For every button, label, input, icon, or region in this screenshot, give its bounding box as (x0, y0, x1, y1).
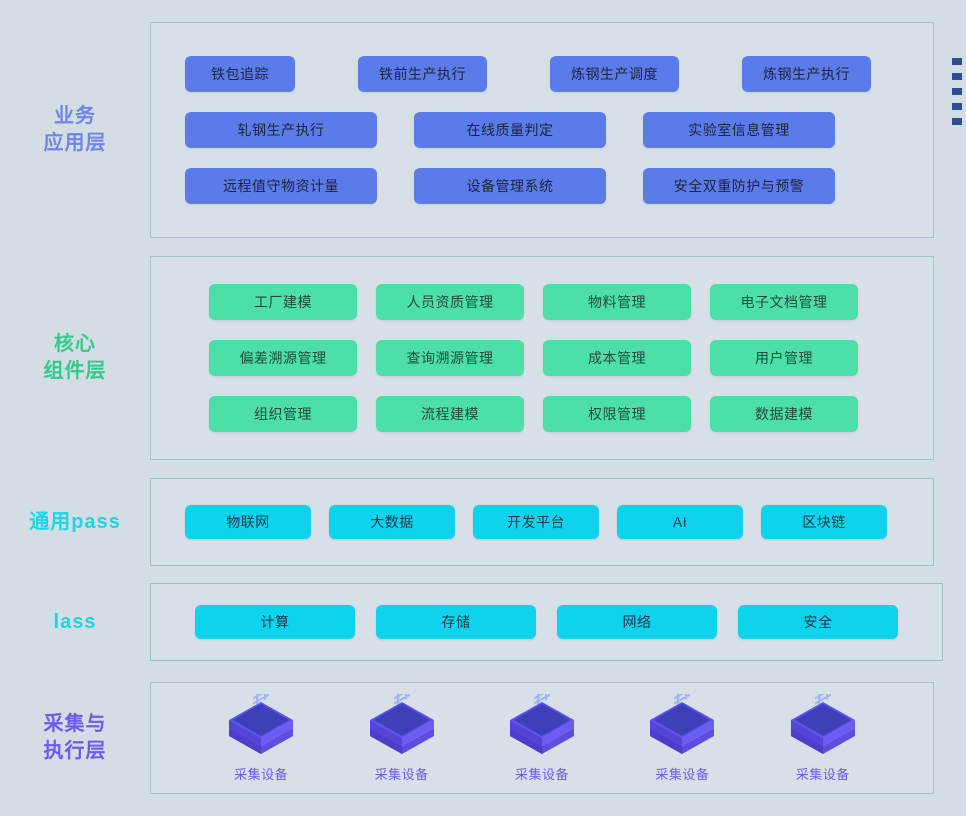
pill-shuju-jianmo[interactable]: 数据建模 (710, 396, 858, 432)
device-label: 采集设备 (234, 766, 289, 782)
layer-label-line2: 组件层 (43, 360, 107, 382)
layer-label-line1: 业务 (54, 105, 96, 127)
layer-label-line1: 核心 (54, 333, 96, 355)
pill-ai[interactable]: AI (617, 505, 743, 539)
pill-anquan-shuangzhong-fanghu-yujing[interactable]: 安全双重防护与预警 (643, 168, 835, 204)
pill-wulianwang[interactable]: 物联网 (185, 505, 311, 539)
edge-marker (952, 103, 962, 110)
pill-liucheng-jianmo[interactable]: 流程建模 (376, 396, 524, 432)
row-core-3: 组织管理 流程建模 权限管理 数据建模 (209, 396, 875, 432)
layer-label-core: 核心 组件层 (0, 256, 150, 460)
pill-liangang-shengchan-diaodu[interactable]: 炼钢生产调度 (550, 56, 679, 92)
pill-kaifa-pingtai[interactable]: 开发平台 (473, 505, 599, 539)
pill-chaxun-suyuan-guanli[interactable]: 查询溯源管理 (376, 340, 524, 376)
device-item[interactable]: 采集设备 (504, 693, 580, 783)
pill-yuancheng-zhishou-wuzi-jiliang[interactable]: 远程值守物资计量 (185, 168, 377, 204)
pill-piancha-suyuan-guanli[interactable]: 偏差溯源管理 (209, 340, 357, 376)
panel-business: 铁包追踪 铁前生产执行 炼钢生产调度 炼钢生产执行 轧钢生产执行 在线质量判定 … (150, 22, 934, 238)
pill-tieqian-shengchan-zhixing[interactable]: 铁前生产执行 (358, 56, 487, 92)
pill-zaixian-zhiliang-panding[interactable]: 在线质量判定 (414, 112, 606, 148)
collect-device-box-icon (644, 693, 720, 756)
device-label: 采集设备 (374, 766, 429, 782)
pill-gongchang-jianmo[interactable]: 工厂建模 (209, 284, 357, 320)
device-label: 采集设备 (514, 766, 569, 782)
device-label: 采集设备 (795, 766, 850, 782)
edge-marker (952, 88, 962, 95)
layer-label-business: 业务 应用层 (0, 22, 150, 238)
pill-shebei-guanli-xitong[interactable]: 设备管理系统 (414, 168, 606, 204)
device-item[interactable]: 采集设备 (364, 693, 440, 783)
collect-device-box-icon (223, 693, 299, 756)
layer-label-line1: 通用pass (29, 510, 121, 533)
layer-label-line1: lass (53, 610, 97, 633)
pill-yonghu-guanli[interactable]: 用户管理 (710, 340, 858, 376)
row-collect-devices: 采集设备 (191, 693, 893, 783)
panel-collect: 采集设备 (150, 682, 934, 794)
pill-qukuailian[interactable]: 区块链 (761, 505, 887, 539)
layer-iaas: lass 计算 存储 网络 安全 (0, 583, 966, 661)
layer-collection-execution: 采集与 执行层 (0, 682, 966, 794)
pill-dianzi-wendang-guanli[interactable]: 电子文档管理 (710, 284, 858, 320)
device-item[interactable]: 采集设备 (785, 693, 861, 783)
edge-marker-list (952, 58, 966, 133)
device-item[interactable]: 采集设备 (223, 693, 299, 783)
device-label: 采集设备 (655, 766, 710, 782)
pill-jisuan[interactable]: 计算 (195, 605, 355, 639)
layer-label-line1: 采集与 (43, 713, 107, 735)
pill-renyuan-zizhi-guanli[interactable]: 人员资质管理 (376, 284, 524, 320)
edge-marker (952, 118, 962, 125)
layer-general-paas: 通用pass 物联网 大数据 开发平台 AI 区块链 (0, 478, 966, 566)
panel-paas: 物联网 大数据 开发平台 AI 区块链 (150, 478, 934, 566)
row-business-2: 轧钢生产执行 在线质量判定 实验室信息管理 (185, 112, 899, 148)
row-paas-1: 物联网 大数据 开发平台 AI 区块链 (185, 505, 899, 539)
panel-iaas: 计算 存储 网络 安全 (150, 583, 943, 661)
collect-device-box-icon (504, 693, 580, 756)
row-core-2: 偏差溯源管理 查询溯源管理 成本管理 用户管理 (209, 340, 875, 376)
layer-label-collect: 采集与 执行层 (0, 682, 150, 794)
pill-wuliao-guanli[interactable]: 物料管理 (543, 284, 691, 320)
layer-label-line2: 执行层 (43, 740, 107, 762)
layer-label-line2: 应用层 (43, 132, 107, 154)
pill-zhagang-shengchan-zhixing[interactable]: 轧钢生产执行 (185, 112, 377, 148)
edge-marker (952, 58, 962, 65)
collect-device-box-icon (785, 693, 861, 756)
pill-liangang-shengchan-zhixing[interactable]: 炼钢生产执行 (742, 56, 871, 92)
row-core-1: 工厂建模 人员资质管理 物料管理 电子文档管理 (209, 284, 875, 320)
layer-core-component: 核心 组件层 工厂建模 人员资质管理 物料管理 电子文档管理 偏差溯源管理 查询… (0, 256, 966, 460)
pill-chengben-guanli[interactable]: 成本管理 (543, 340, 691, 376)
collect-device-box-icon (364, 693, 440, 756)
pill-tiebao-zhuizong[interactable]: 铁包追踪 (185, 56, 295, 92)
panel-core: 工厂建模 人员资质管理 物料管理 电子文档管理 偏差溯源管理 查询溯源管理 成本… (150, 256, 934, 460)
layer-business-application: 业务 应用层 铁包追踪 铁前生产执行 炼钢生产调度 炼钢生产执行 轧钢生产执行 … (0, 22, 966, 238)
edge-marker (952, 73, 962, 80)
pill-anquan[interactable]: 安全 (738, 605, 898, 639)
layer-label-paas: 通用pass (0, 478, 150, 566)
pill-shiyanshi-xinxi-guanli[interactable]: 实验室信息管理 (643, 112, 835, 148)
pill-zuzhi-guanli[interactable]: 组织管理 (209, 396, 357, 432)
pill-wangluo[interactable]: 网络 (557, 605, 717, 639)
row-business-1: 铁包追踪 铁前生产执行 炼钢生产调度 炼钢生产执行 (185, 56, 899, 92)
layer-label-iaas: lass (0, 583, 150, 661)
pill-dashuju[interactable]: 大数据 (329, 505, 455, 539)
row-iaas-1: 计算 存储 网络 安全 (195, 605, 898, 639)
pill-cunchu[interactable]: 存储 (376, 605, 536, 639)
pill-quanxian-guanli[interactable]: 权限管理 (543, 396, 691, 432)
row-business-3: 远程值守物资计量 设备管理系统 安全双重防护与预警 (185, 168, 899, 204)
device-item[interactable]: 采集设备 (644, 693, 720, 783)
